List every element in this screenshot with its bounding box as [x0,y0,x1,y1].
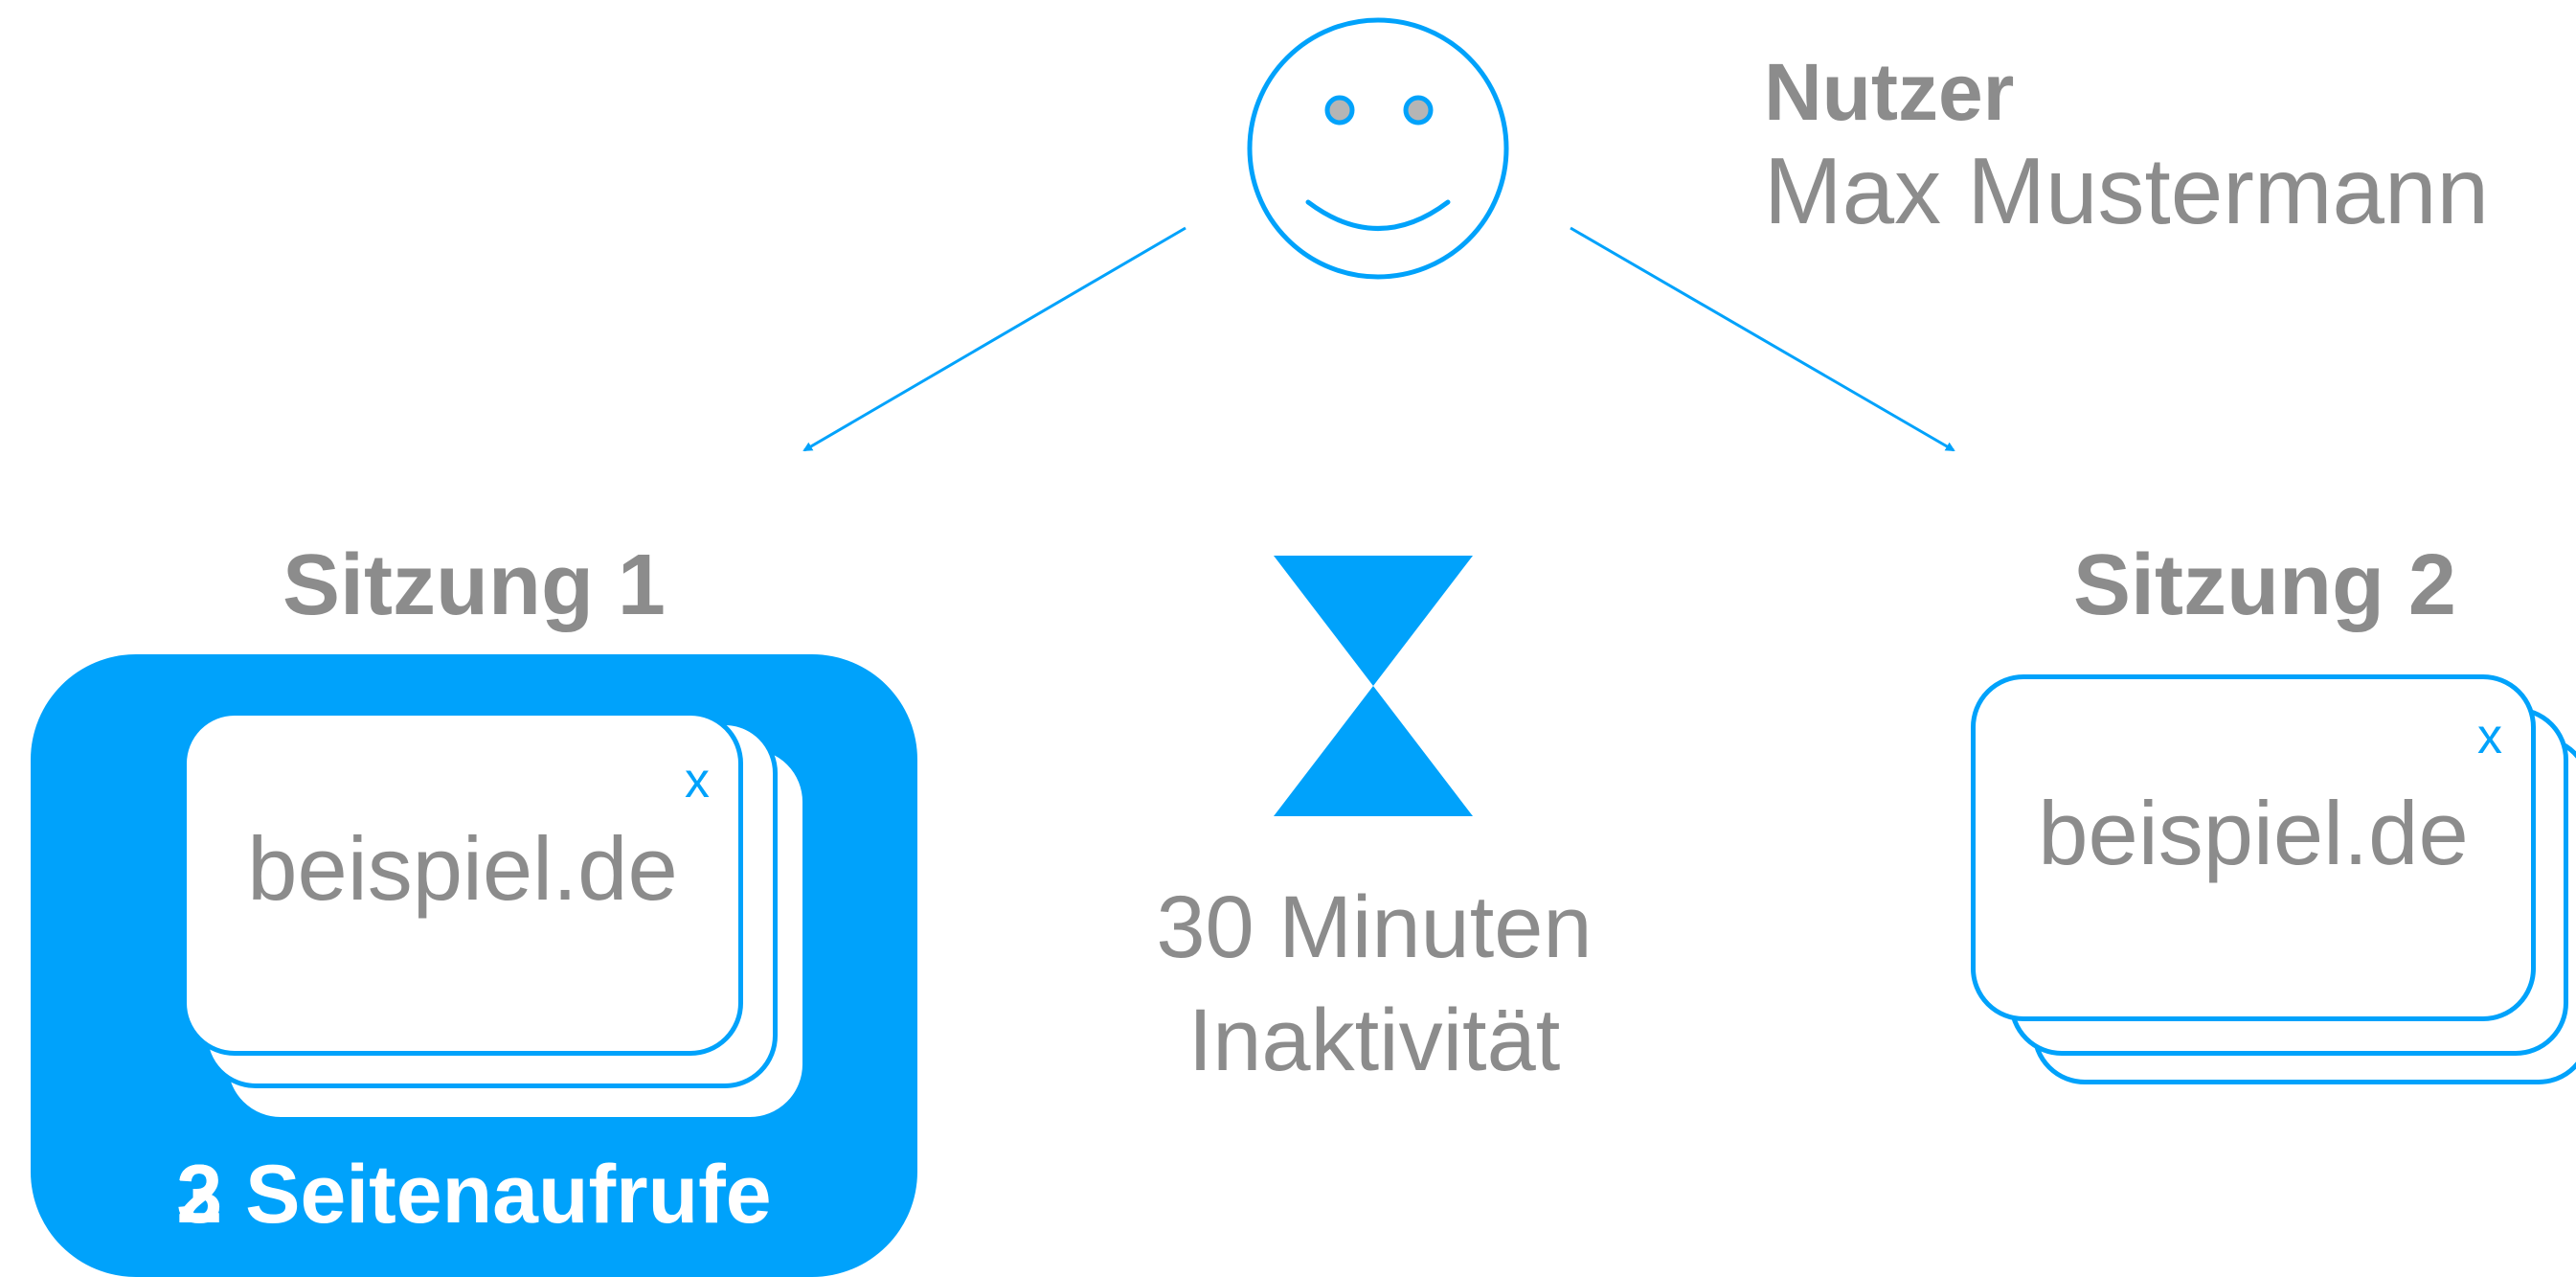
pageview-count-text: 2 Seitenaufrufe [176,1149,772,1241]
page-host-label: beispiel.de [2038,783,2469,883]
user-name: Max Mustermann [1764,137,2490,243]
session-1-title: Sitzung 1 [282,537,666,633]
smiley-face-icon [1247,17,1509,280]
close-icon: x [685,753,710,809]
inactivity-label: 30 Minuten Inaktivität [1053,872,1695,1098]
session-2-page-card: x beispiel.de [1971,674,2536,1021]
session-1-page-card: x beispiel.de [182,711,743,1056]
session-2-title: Sitzung 2 [2073,537,2456,633]
close-icon: x [2477,709,2502,764]
pageview-count-overlay-digit: 3 [176,1149,223,1241]
page-host-label: beispiel.de [247,818,678,919]
inactivity-text: Inaktivität [1187,991,1561,1089]
session-1-pageview-count: 2 Seitenaufrufe 3 [31,1148,917,1243]
user-role-label: Nutzer [1764,47,2015,137]
inactivity-duration: 30 Minuten [1156,878,1593,976]
arrow-to-session-2 [1570,226,1955,452]
user-label: Nutzer Max Mustermann [1764,44,2489,247]
arrow-to-session-1 [802,226,1186,452]
hourglass-icon [1274,556,1473,816]
